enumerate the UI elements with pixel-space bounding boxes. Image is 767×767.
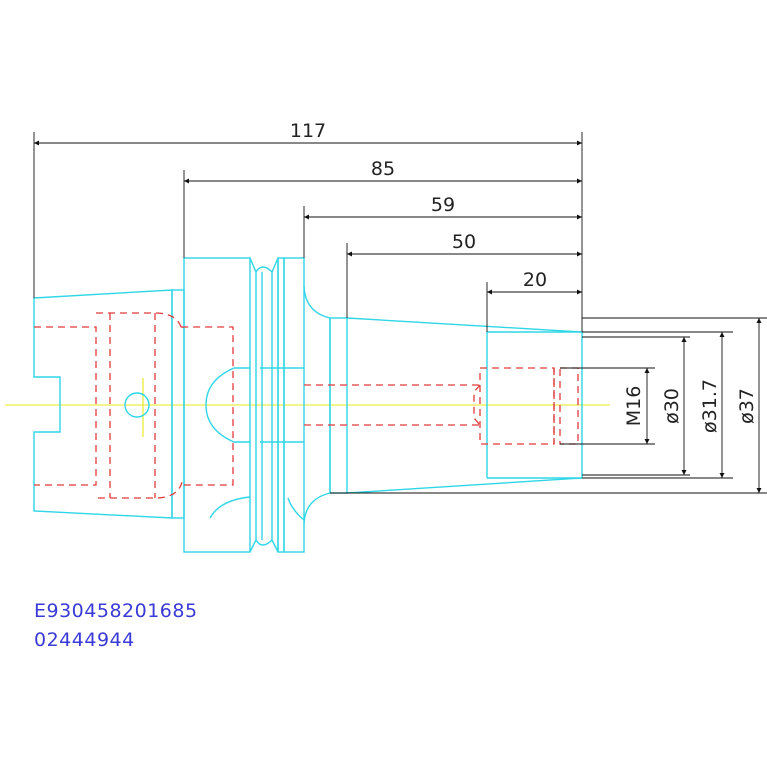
dim-thread: M16 [623, 386, 645, 427]
cross-pin-hole [124, 392, 150, 418]
part-code-line-2: 02444944 [34, 629, 135, 651]
dim-overall-length: 117 [290, 120, 326, 142]
part-code-line-1: E930458201685 [34, 600, 198, 622]
dim-diameter-31-7: ø31.7 [699, 379, 721, 433]
dim-diameter-37: ø37 [736, 388, 758, 424]
dim-length-50: 50 [452, 231, 476, 253]
dim-length-85: 85 [371, 158, 395, 180]
dim-length-20: 20 [523, 269, 547, 291]
dim-length-59: 59 [431, 194, 455, 216]
dim-diameter-30: ø30 [661, 388, 683, 424]
tool-holder-outline [33, 257, 583, 553]
dimension-lines [33, 132, 767, 494]
